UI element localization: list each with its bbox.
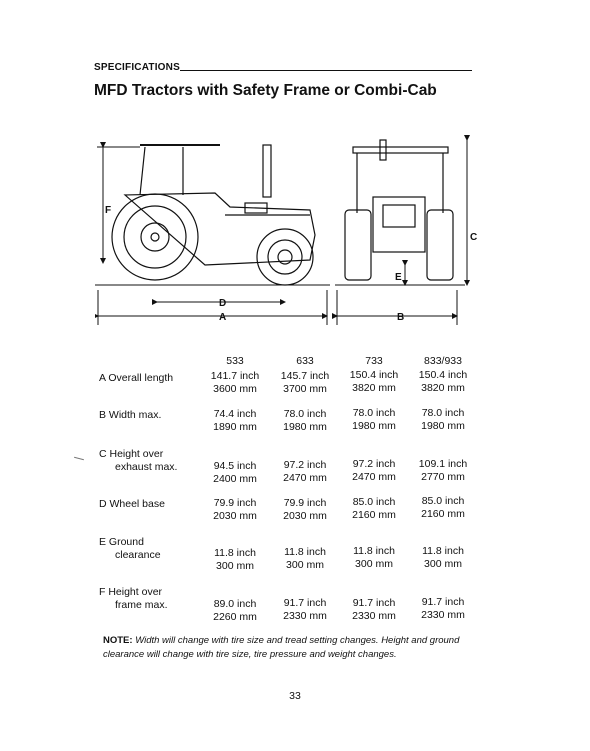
dimension-label-e: E	[395, 272, 402, 283]
row-label-width-max: B Width max.	[99, 409, 162, 421]
note-label: NOTE:	[103, 635, 133, 646]
row-label-overall-length: A Overall length	[99, 372, 174, 384]
model-header-633: 633	[296, 355, 314, 367]
dimension-label-a: A	[219, 312, 226, 323]
margin-mark	[74, 456, 84, 461]
model-header-533: 533	[226, 355, 244, 367]
model-header-833-933: 833/933	[424, 355, 462, 367]
tractor-dimension-diagram: F C E D A B	[95, 135, 477, 325]
dimension-label-c: C	[470, 232, 477, 243]
note-text: Width will change with tire size and tre…	[103, 635, 460, 660]
dimension-label-f: F	[105, 205, 111, 216]
note-paragraph: NOTE: Width will change with tire size a…	[103, 634, 488, 662]
section-title: SPECIFICATIONS	[94, 62, 180, 73]
tractor-front-view	[335, 139, 465, 286]
row-label-wheel-base: D Wheel base	[99, 498, 165, 510]
page-title: MFD Tractors with Safety Frame or Combi-…	[94, 82, 437, 99]
dimension-label-b: B	[397, 312, 404, 323]
dimension-label-d: D	[219, 298, 226, 309]
tractor-side-view	[95, 144, 330, 286]
page-number: 33	[289, 690, 301, 702]
model-header-733: 733	[365, 355, 383, 367]
section-rule	[180, 70, 472, 71]
